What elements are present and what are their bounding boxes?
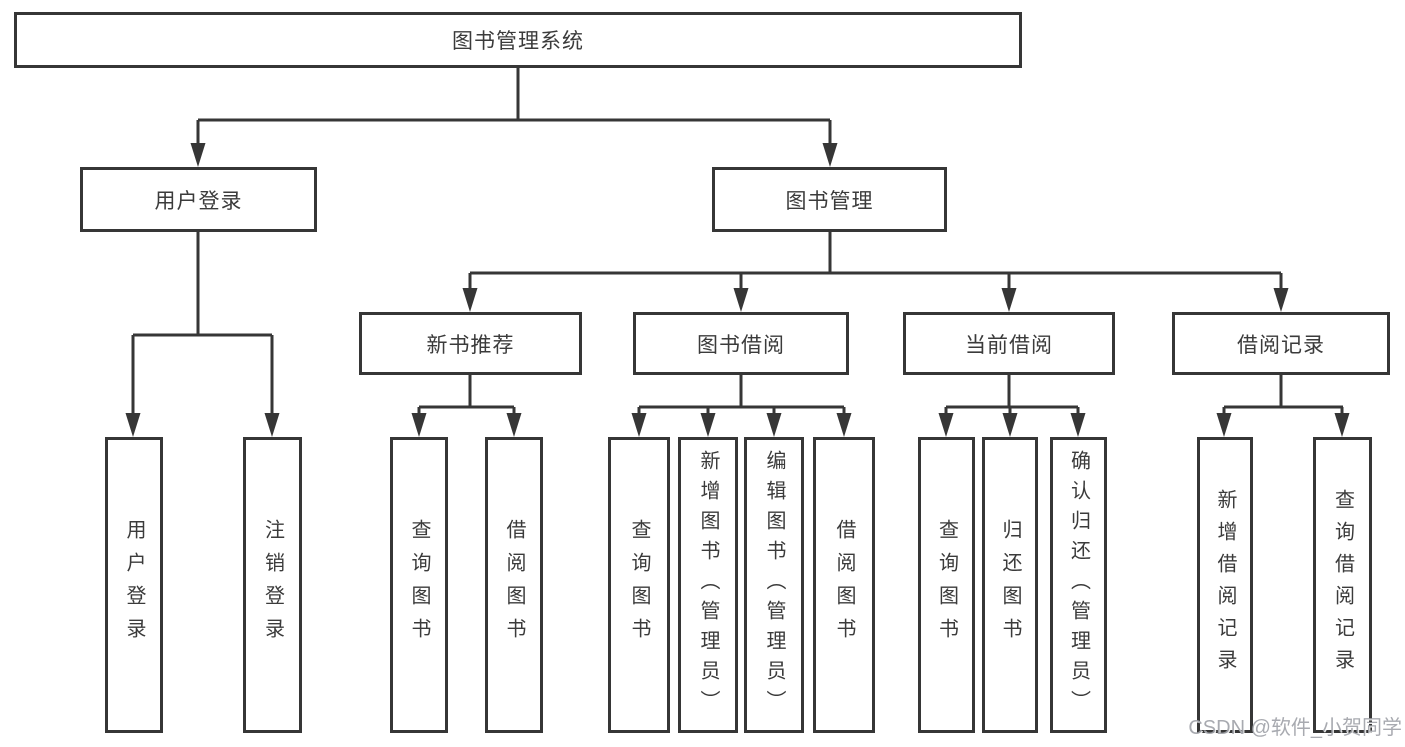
connector-user-login-children <box>131 232 274 418</box>
node-label: 图书管理 <box>785 189 874 213</box>
node-leaf-records-add-record: 新增借阅记录 <box>1197 437 1253 733</box>
arrowheads-leaf-boxes <box>411 413 1350 437</box>
node-leaf-current-confirm-return: 确认归还（管理员） <box>1050 437 1107 733</box>
node-label: 查询图书 <box>408 519 430 651</box>
connector-new-book-recommend-children <box>417 375 516 418</box>
node-label: 当前借阅 <box>965 333 1053 357</box>
connector-borrow-records-children <box>1222 375 1344 418</box>
node-label: 借阅记录 <box>1237 333 1325 357</box>
node-label: 用户登录 <box>123 519 145 651</box>
node-label: 新增图书（管理员） <box>697 450 719 720</box>
arrowheads-level2 <box>190 143 838 167</box>
arrowheads-user-login-children <box>125 413 280 437</box>
node-label: 借阅图书 <box>833 519 855 651</box>
node-leaf-borrow-edit-books: 编辑图书（管理员） <box>744 437 804 733</box>
node-leaf-current-query-books: 查询图书 <box>918 437 975 733</box>
node-label: 图书借阅 <box>697 333 785 357</box>
csdn-watermark: CSDN @软件_小贺同学 <box>1188 717 1402 739</box>
node-book-management: 图书管理 <box>712 167 947 232</box>
node-user-login: 用户登录 <box>80 167 317 232</box>
node-leaf-current-return-books: 归还图书 <box>982 437 1038 733</box>
connector-book-management-to-level3 <box>468 232 1283 293</box>
node-label: 查询借阅记录 <box>1331 489 1354 681</box>
node-label: 用户登录 <box>154 189 243 213</box>
node-label: 借阅图书 <box>503 519 525 651</box>
node-label: 编辑图书（管理员） <box>763 450 785 720</box>
node-leaf-borrow-borrow-books: 借阅图书 <box>813 437 875 733</box>
node-borrow-records: 借阅记录 <box>1172 312 1390 375</box>
node-label: 注销登录 <box>261 519 284 651</box>
arrowheads-level3 <box>462 288 1289 312</box>
node-label: 归还图书 <box>999 519 1021 651</box>
node-leaf-borrow-query-books: 查询图书 <box>608 437 670 733</box>
node-leaf-borrow-add-books: 新增图书（管理员） <box>678 437 738 733</box>
node-label: 确认归还（管理员） <box>1067 450 1090 720</box>
connector-current-borrow-children <box>944 375 1080 418</box>
node-current-borrow: 当前借阅 <box>903 312 1115 375</box>
node-leaf-recommend-borrow-books: 借阅图书 <box>485 437 543 733</box>
node-label: 查询图书 <box>628 519 650 651</box>
node-leaf-records-query-record: 查询借阅记录 <box>1313 437 1372 733</box>
node-label: 查询图书 <box>935 519 958 651</box>
node-new-book-recommend: 新书推荐 <box>359 312 582 375</box>
connector-root-to-level2 <box>196 68 832 148</box>
node-label: 图书管理系统 <box>452 30 584 53</box>
node-label: 新书推荐 <box>426 333 515 357</box>
node-leaf-user-login: 用户登录 <box>105 437 163 733</box>
node-leaf-recommend-query-books: 查询图书 <box>390 437 448 733</box>
node-leaf-logout: 注销登录 <box>243 437 302 733</box>
node-label: 新增借阅记录 <box>1214 489 1236 681</box>
node-root: 图书管理系统 <box>14 12 1022 68</box>
node-book-borrow: 图书借阅 <box>633 312 849 375</box>
connector-book-borrow-children <box>637 375 846 418</box>
